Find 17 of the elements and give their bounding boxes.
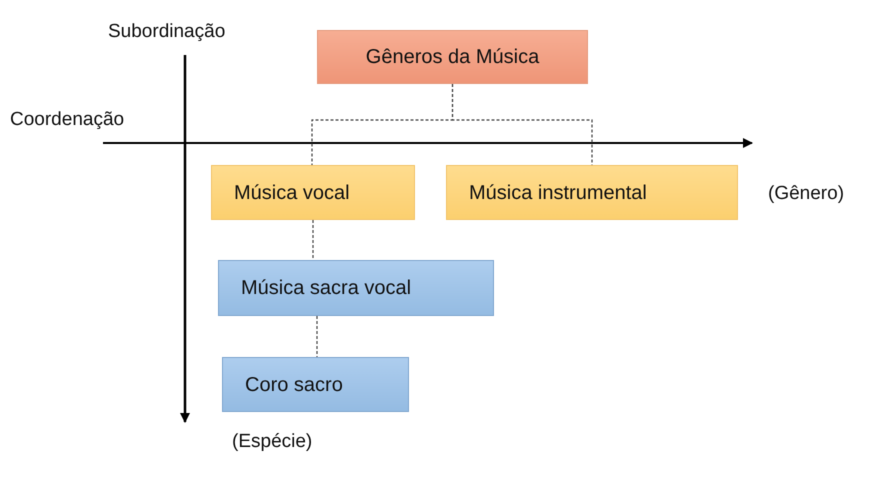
- category-box: [222, 357, 409, 412]
- box-label: Música vocal: [234, 180, 350, 206]
- category-box: [317, 30, 588, 84]
- axis-label: Coordenação: [10, 108, 124, 132]
- category-box: [218, 260, 494, 316]
- connector-line: [312, 220, 314, 260]
- category-box: [211, 165, 415, 220]
- box-label: Coro sacro: [245, 372, 343, 398]
- connector-line: [452, 84, 593, 165]
- box-label: Gêneros da Música: [366, 45, 540, 70]
- axis-label: Subordinação: [108, 20, 226, 44]
- axis-label: (Gênero): [768, 182, 844, 206]
- axis-label: (Espécie): [232, 430, 312, 454]
- connector-line: [316, 316, 318, 357]
- category-box: [446, 165, 738, 220]
- box-label: Música sacra vocal: [241, 276, 412, 301]
- box-label: Música instrumental: [469, 180, 647, 206]
